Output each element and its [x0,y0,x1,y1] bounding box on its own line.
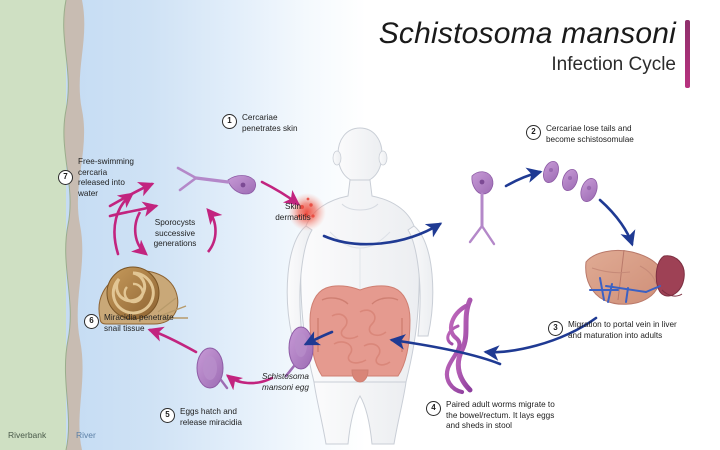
step-6[interactable]: 6 Miracidia penetrate snail tissue [84,313,204,334]
step-7[interactable]: 7 Free-swimming cercaria released into w… [58,157,154,200]
riverbank-area [0,0,66,450]
step-7-label: Free-swimming cercaria released into wat… [78,157,134,198]
title-block: Schistosoma mansoni Infection Cycle [378,17,676,77]
step-6-label: Miracidia penetrate snail tissue [104,313,174,333]
riverbank-label: Riverbank [8,430,47,440]
step-4[interactable]: 4 Paired adult worms migrate to the bowe… [426,400,616,432]
step-3-label: Migration to portal vein in liver and ma… [568,320,677,340]
title-accent-bar [685,20,690,88]
portal-vein-illustration [589,277,661,303]
liver-illustration [585,249,661,305]
step-1[interactable]: 1 Cercariae penetrates skin [222,113,332,134]
cercaria-right-illustration [468,171,496,246]
step-1-number: 1 [222,113,237,129]
page-title: Schistosoma mansoni [378,17,676,50]
river-label: River [76,430,96,440]
step-1-label: Cercariae penetrates skin [242,113,298,133]
step-5-number: 5 [160,407,175,423]
step-3-number: 3 [548,320,563,336]
paired-adult-worms-illustration [444,297,473,395]
skin-dermatitis-label: Skin dermatitis [275,202,311,222]
step-4-label: Paired adult worms migrate to the bowel/… [446,400,555,431]
step-2-label: Cercariae lose tails and become schistos… [546,124,634,144]
step-2[interactable]: 2 Cercariae lose tails and become schist… [526,124,706,145]
step-5[interactable]: 5 Eggs hatch and release miracidia [160,407,280,428]
page-subtitle: Infection Cycle [551,54,676,76]
sporocysts-label: Sporocysts successive generations [153,218,197,249]
spleen-illustration [655,255,685,297]
schistosomulae-illustration [543,160,598,202]
egg-caption: Schistosoma mansoni egg [262,372,309,392]
step-5-label: Eggs hatch and release miracidia [180,407,242,427]
step-4-number: 4 [426,400,441,416]
step-2-number: 2 [526,124,541,140]
step-6-number: 6 [84,313,99,329]
step-7-number: 7 [58,170,73,185]
step-3[interactable]: 3 Migration to portal vein in liver and … [548,320,720,341]
